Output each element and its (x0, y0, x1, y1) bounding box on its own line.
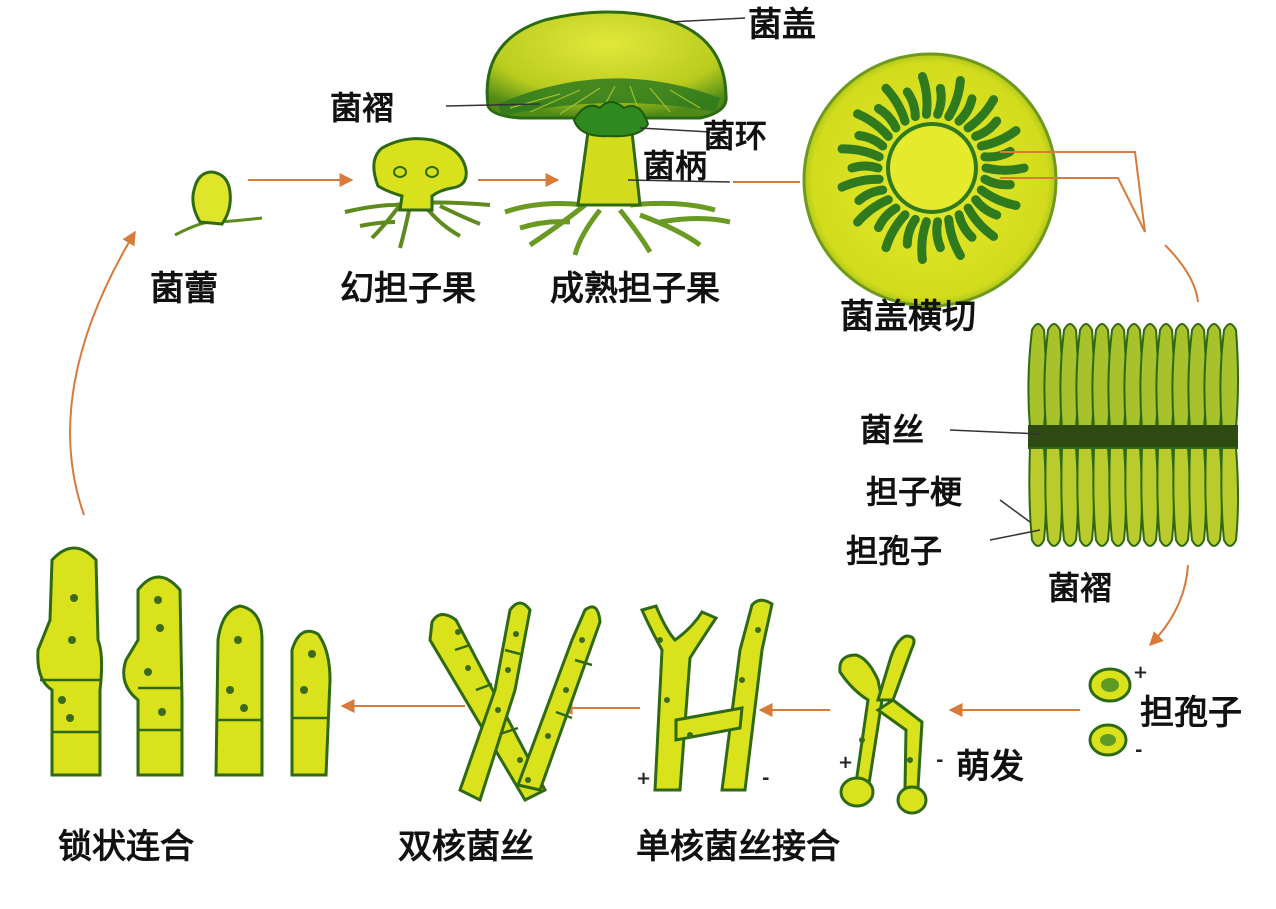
sign-fusion-plus: + (636, 768, 652, 789)
gill-lamella (917, 217, 931, 264)
basidium-upper (1091, 323, 1111, 429)
label-ring: 菌环 (703, 117, 768, 155)
basidiospores-illustration (1088, 667, 1132, 757)
label-cap-cross-section: 菌盖横切 (840, 297, 976, 337)
basidium-lower (1044, 447, 1063, 547)
label-stalk: 菌柄 (643, 147, 708, 185)
label-germination: 萌发 (956, 747, 1024, 787)
basidium-lower (1140, 447, 1159, 547)
basidium-lower (1188, 447, 1207, 547)
gill-lamella (981, 163, 1029, 175)
basidium-lower (1060, 447, 1079, 547)
basidium-upper (1059, 323, 1079, 429)
gill-lamella (980, 174, 1015, 190)
basidium-upper (1219, 323, 1239, 429)
basidium-upper (1027, 323, 1047, 429)
gill-lamella (976, 126, 1021, 151)
label-hypha: 菌丝 (860, 411, 925, 449)
gill-lamella (874, 104, 901, 133)
clamp-connection-illustration (36, 546, 332, 777)
basidium-lower (1156, 447, 1175, 547)
cycle-arrows (69, 173, 1199, 717)
basidium-upper (1203, 323, 1223, 429)
germination-illustration (838, 634, 928, 815)
label-gill-bottom: 菌褶 (1048, 569, 1113, 607)
sign-fusion-minus: - (762, 768, 770, 789)
basidium-lower (1092, 447, 1111, 547)
sign-spore-minus: - (1135, 740, 1143, 761)
gill-lamella (971, 195, 1002, 220)
gill-lamella (881, 83, 910, 126)
gill-lamella (932, 217, 945, 253)
gill-lamella (853, 109, 893, 141)
cap-cross-section-illustration (733, 52, 1146, 308)
basidium-lower (1076, 447, 1095, 547)
basidium-lower (1220, 447, 1239, 547)
gill-lamella (847, 161, 883, 173)
label-mature-fruiting-body: 成熟担子果 (550, 269, 720, 309)
gill-lamella (854, 185, 888, 205)
gill-lamella (954, 210, 977, 242)
label-cap: 菌盖 (748, 5, 816, 45)
mature-fruiting-body-illustration (445, 10, 746, 256)
arrow-clamp-to-bud (69, 230, 136, 516)
label-monokaryotic-fusion: 单核菌丝接合 (636, 827, 840, 867)
germination-nuclei (859, 737, 913, 763)
gill-lamella (917, 72, 932, 119)
clamp-septa (40, 678, 328, 734)
basidium-upper (1075, 323, 1095, 429)
clamp-nuclei (58, 594, 316, 722)
gill-hymenium-illustration (949, 323, 1239, 547)
arrow-disc-to-gill (1164, 244, 1199, 303)
arrow-gill-to-spore (1149, 564, 1189, 646)
gill-lamella (944, 76, 965, 122)
basidium-upper (1171, 323, 1191, 429)
label-bud: 菌蕾 (150, 269, 218, 309)
gill-lamella (837, 144, 884, 162)
bud-illustration (174, 170, 263, 237)
gill-lamella (854, 131, 888, 151)
basidium-lower (1124, 447, 1143, 547)
sign-germ-plus: + (838, 752, 854, 773)
label-basidiospore-side: 担孢子 (846, 532, 943, 570)
basidium-upper (1139, 323, 1159, 429)
gill-lamella (944, 214, 965, 260)
label-young-fruiting-body: 幻担子果 (340, 269, 476, 309)
gill-lamella (902, 214, 920, 249)
basidium-lower (1108, 447, 1127, 547)
sign-germ-minus: - (936, 750, 944, 771)
gill-lamella (963, 203, 999, 241)
gill-lamella (933, 83, 946, 119)
gill-lamella (976, 185, 1021, 210)
young-fruiting-body-illustration (344, 137, 491, 249)
label-basidiospore-right: 担孢子 (1140, 693, 1242, 733)
gill-lamella (954, 94, 977, 126)
basidium-upper (1043, 323, 1063, 429)
basidium-upper (1155, 323, 1175, 429)
basidium-upper (1107, 323, 1127, 429)
gill-lamella (853, 195, 893, 227)
gill-lamella (963, 95, 999, 133)
basidium-upper (1123, 323, 1143, 429)
basidium-lower (1172, 447, 1191, 547)
basidium-lower (1204, 447, 1223, 547)
gill-lamella (837, 174, 884, 192)
gill-lamella (874, 203, 901, 232)
label-clamp-connection: 锁状连合 (58, 827, 194, 867)
basidium-upper (1187, 323, 1207, 429)
gill-lamella (971, 116, 1002, 141)
fusion-nuclei (657, 627, 761, 738)
monokaryotic-fusion-illustration (639, 598, 774, 792)
label-dikaryotic-hypha: 双核菌丝 (398, 827, 534, 867)
label-gill-top: 菌褶 (330, 89, 395, 127)
label-sterigma: 担子梗 (866, 473, 963, 511)
dikaryon-septa (454, 643, 593, 736)
dikaryon-nuclei (455, 629, 585, 783)
sign-spore-plus: + (1133, 662, 1149, 683)
gill-lamella (881, 210, 910, 253)
gill-lamella (902, 87, 920, 122)
